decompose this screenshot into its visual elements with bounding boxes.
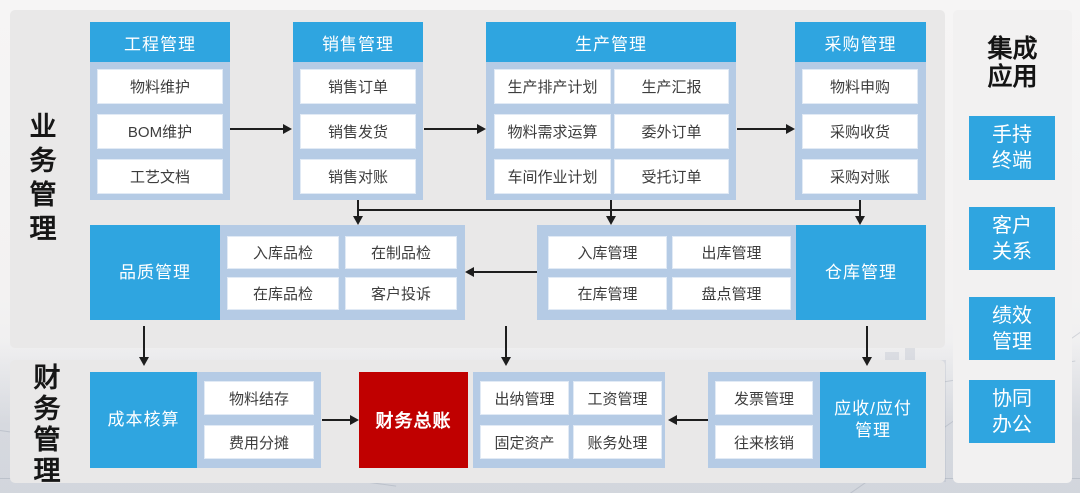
group-header-sales: 销售管理 <box>293 22 423 62</box>
receivable-label-line2: 管理 <box>855 421 891 440</box>
integration-customer-relations: 客户 关系 <box>969 207 1055 270</box>
receivable-payable-box: 应收/应付 管理 <box>820 372 926 468</box>
integration-handheld-terminal: 手持 终端 <box>969 116 1055 180</box>
arrowhead-right <box>786 124 795 134</box>
item-cashier-management: 出纳管理 <box>481 382 568 414</box>
integration-box-line2: 关系 <box>992 240 1032 263</box>
integration-box-line2: 管理 <box>992 330 1032 353</box>
arrowhead-right <box>283 124 292 134</box>
connector-cost-to-ledger <box>322 419 350 421</box>
cost-label: 成本核算 <box>107 410 180 429</box>
item-stock-inspection: 在库品检 <box>228 278 338 309</box>
arrowhead-down <box>862 357 872 366</box>
group-header-production: 生产管理 <box>486 22 736 62</box>
item-mrp-calculation: 物料需求运算 <box>495 115 610 148</box>
integration-box-line1: 客户 <box>992 214 1032 237</box>
item-outsourcing-order: 委外订单 <box>615 115 728 148</box>
connector-bus-horizontal <box>357 209 861 211</box>
item-workshop-plan: 车间作业计划 <box>495 160 610 193</box>
integration-box-line2: 终端 <box>992 150 1032 172</box>
arrowhead-down <box>855 216 865 225</box>
connector-middle-to-ledger <box>505 326 507 358</box>
quality-label: 品质管理 <box>119 262 191 282</box>
arrowhead-left <box>668 415 677 425</box>
item-material-maintenance: 物料维护 <box>98 70 222 103</box>
item-payroll-management: 工资管理 <box>574 382 661 414</box>
integration-performance-management: 绩效 管理 <box>969 297 1055 360</box>
connector-sales-to-production <box>424 128 477 130</box>
cost-accounting-box: 成本核算 <box>90 372 197 468</box>
item-transaction-writeoff: 往来核销 <box>716 426 812 458</box>
finance-section-label: 财务管理 <box>33 363 61 486</box>
arrowhead-down <box>606 216 616 225</box>
arrowhead-right <box>350 415 359 425</box>
arrowhead-right <box>477 124 486 134</box>
integration-box-line1: 手持 <box>992 124 1032 146</box>
connector-invoice-to-cashier <box>677 419 708 421</box>
integration-collaborative-office: 协同 办公 <box>969 380 1055 443</box>
item-inprocess-inspection: 在制品检 <box>346 237 456 268</box>
connector-warehouse-to-quality <box>474 271 537 273</box>
general-ledger-box: 财务总账 <box>359 372 468 468</box>
item-incoming-inspection: 入库品检 <box>228 237 338 268</box>
item-inbound-management: 入库管理 <box>549 237 666 268</box>
connector-production-down <box>610 200 612 217</box>
item-outbound-management: 出库管理 <box>673 237 790 268</box>
connector-production-to-procurement <box>737 128 786 130</box>
item-process-document: 工艺文档 <box>98 160 222 193</box>
arrowhead-down <box>139 357 149 366</box>
connector-sales-down <box>357 200 359 217</box>
item-customer-complaint: 客户投诉 <box>346 278 456 309</box>
group-header-engineering: 工程管理 <box>90 22 230 62</box>
item-expense-allocation: 费用分摊 <box>205 426 313 458</box>
item-consignment-order: 受托订单 <box>615 160 728 193</box>
item-invoice-management: 发票管理 <box>716 382 812 414</box>
connector-engineering-to-sales <box>230 128 283 130</box>
business-section-label: 业务管理 <box>29 112 57 244</box>
group-header-procurement: 采购管理 <box>795 22 926 62</box>
item-sales-order: 销售订单 <box>301 70 415 103</box>
warehouse-management-box: 仓库管理 <box>796 225 926 320</box>
warehouse-label: 仓库管理 <box>825 262 897 282</box>
item-production-report: 生产汇报 <box>615 70 728 103</box>
integration-box-line2: 办公 <box>992 413 1032 436</box>
item-material-balance: 物料结存 <box>205 382 313 414</box>
integration-box-line1: 协同 <box>992 387 1032 410</box>
item-material-requisition: 物料申购 <box>803 70 917 103</box>
item-purchase-reconciliation: 采购对账 <box>803 160 917 193</box>
item-stocktaking-management: 盘点管理 <box>673 278 790 309</box>
arrowhead-down <box>353 216 363 225</box>
integration-title-line2: 应用 <box>987 63 1038 91</box>
arrowhead-down <box>501 357 511 366</box>
item-fixed-assets: 固定资产 <box>481 426 568 458</box>
item-accounting-processing: 账务处理 <box>574 426 661 458</box>
item-sales-delivery: 销售发货 <box>301 115 415 148</box>
item-purchase-receiving: 采购收货 <box>803 115 917 148</box>
integration-box-line1: 绩效 <box>992 304 1032 327</box>
item-bom-maintenance: BOM维护 <box>98 115 222 148</box>
connector-quality-to-cost <box>143 326 145 358</box>
item-production-scheduling: 生产排产计划 <box>495 70 610 103</box>
integration-title-line1: 集成 <box>987 35 1038 63</box>
arrowhead-left <box>465 267 474 277</box>
quality-management-box: 品质管理 <box>90 225 220 320</box>
connector-procurement-down <box>859 200 861 217</box>
connector-warehouse-to-receivable <box>866 326 868 358</box>
item-stock-management: 在库管理 <box>549 278 666 309</box>
item-sales-reconciliation: 销售对账 <box>301 160 415 193</box>
receivable-label-line1: 应收/应付 <box>834 399 912 418</box>
integration-title: 集成 应用 <box>953 35 1072 91</box>
